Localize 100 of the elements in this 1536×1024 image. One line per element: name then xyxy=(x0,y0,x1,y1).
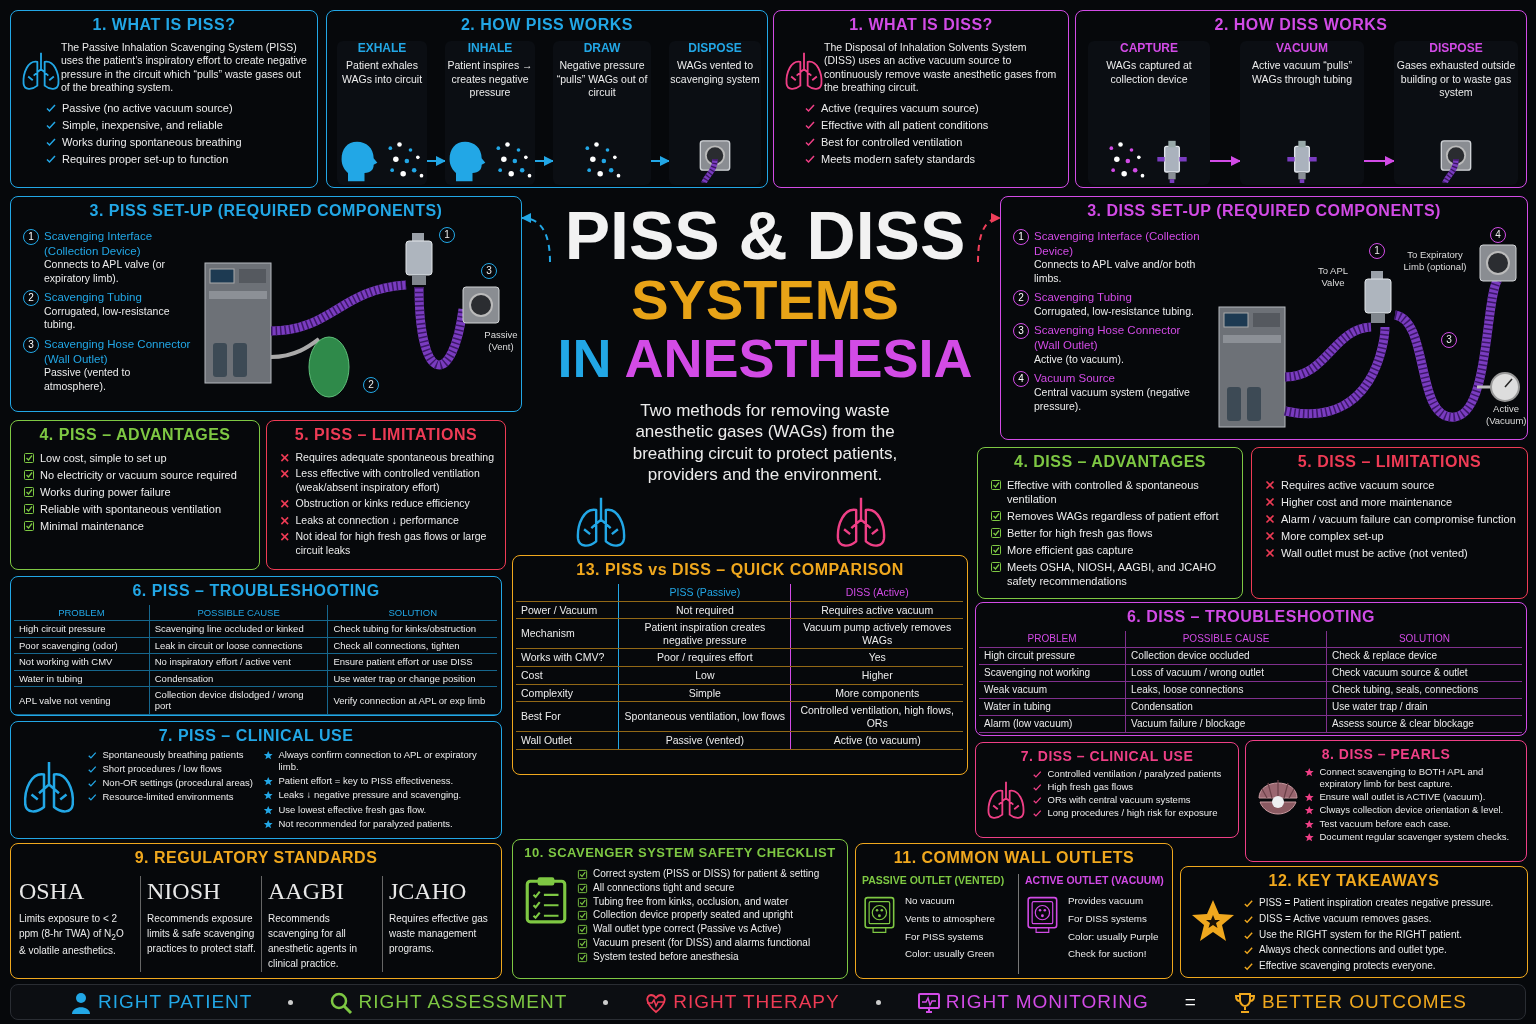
panel-heading: 10. SCAVENGER SYSTEM SAFETY CHECKLIST xyxy=(523,845,837,860)
table-cell: Ensure patient effort or use DISS xyxy=(327,653,497,671)
panel xyxy=(266,420,506,570)
step-text: Gases exhausted outside building or to waste gas system xyxy=(1395,59,1517,100)
panel-heading: 1. WHAT IS PISS? xyxy=(91,16,237,34)
table-cell: Simple xyxy=(618,684,791,702)
panel xyxy=(1180,866,1528,978)
step-text: Negative pressure “pulls” WAGs out of circuit xyxy=(555,59,649,100)
organization-name: AAGBI xyxy=(268,877,345,906)
table-cell: High circuit pressure xyxy=(14,620,150,638)
description: The Disposal of Inhalation Solvents System (DISS) uses an active vacuum source to continuously remove waste anesthetic gases from the breathing circuit. xyxy=(824,41,1058,95)
table-cell: Requires active vacuum xyxy=(790,601,963,619)
panel-heading: 13. PISS vs DISS – QUICK COMPARISON xyxy=(575,561,905,579)
list-item: Less effective with controlled ventilation (weak/absent inspiratory effort) xyxy=(295,467,481,495)
outlet-detail: Check for suction! xyxy=(1068,947,1148,962)
panel-heading: 3. DISS SET-UP (REQUIRED COMPONENTS) xyxy=(1086,202,1442,220)
list-item: Leaks ↓ negative pressure and scavenging. xyxy=(278,789,462,802)
list-item: Use the RIGHT system for the RIGHT patient. xyxy=(1259,928,1463,942)
list-item: More complex set-up xyxy=(1281,529,1384,544)
arrow xyxy=(977,213,1001,263)
panel-heading: 4. DISS – ADVANTAGES xyxy=(1013,453,1207,471)
table-cell: No inspiratory effort / active vent xyxy=(149,653,328,671)
list-item: Non-OR settings (procedural areas) xyxy=(102,777,253,790)
table-cell: Alarm (low vacuum) xyxy=(979,715,1126,733)
list-item: Not ideal for high fresh gas flows or large circuit leaks xyxy=(295,530,488,558)
slogan-text: RIGHT PATIENT xyxy=(98,989,253,1014)
table-cell: Condensation xyxy=(1125,698,1327,716)
step-label: EXHALE xyxy=(356,41,408,57)
column-header: POSSIBLE CAUSE xyxy=(1125,631,1327,648)
list-item: Obstruction or kinks reduce efficiency xyxy=(295,497,470,511)
table-cell: Not required xyxy=(618,601,791,619)
outlet-detail: Color: usually Green xyxy=(905,947,995,962)
outlet-detail: Vents to atmosphere xyxy=(905,912,995,927)
panel xyxy=(1000,196,1528,440)
component-name: Scavenging Hose Connector (Wall Outlet) xyxy=(1034,323,1182,353)
outlet-detail: For DISS systems xyxy=(1068,912,1148,927)
component-description: Central vacuum system (negative pressure). xyxy=(1034,386,1191,413)
panel xyxy=(10,721,502,839)
row-header: Cost xyxy=(516,666,619,685)
panel xyxy=(977,447,1243,599)
table-cell: Water in tubing xyxy=(14,670,150,687)
table-cell: Scavenging line occluded or kinked xyxy=(149,620,328,638)
list-item: Simple, inexpensive, and reliable xyxy=(62,117,223,132)
outlet-detail: Provides vacuum xyxy=(1068,894,1145,909)
table-cell: Vacuum pump actively removes WAGs xyxy=(790,618,963,649)
column-header: SOLUTION xyxy=(327,605,497,621)
panel xyxy=(326,10,768,188)
table-cell: Check & replace device xyxy=(1326,647,1522,665)
callout-label: Active (Vacuum) xyxy=(1486,403,1526,428)
table-cell: Water in tubing xyxy=(979,698,1126,716)
step-label: CAPTURE xyxy=(1119,41,1179,57)
outlet-detail: No vacuum xyxy=(905,894,956,909)
list-item: Effective scavenging protects everyone. xyxy=(1259,960,1436,973)
panel xyxy=(10,420,260,570)
list-item: More efficient gas capture xyxy=(1007,543,1134,558)
arrow xyxy=(1363,156,1395,166)
description: The Passive Inhalation Scavenging System (PISS) uses the patient’s inspiratory effort to create negative pressure in the circuit which “pulls” waste gases out of the breathing system. xyxy=(61,41,308,95)
panel-heading: 11. COMMON WALL OUTLETS xyxy=(892,849,1136,867)
list-item: Minimal maintenance xyxy=(40,519,144,534)
subtitle: Two methods for removing waste anesthetic gases (WAGs) from the breathing circuit to protect patients, providers and the environment. xyxy=(631,400,899,485)
list-item: Requires adequate spontaneous breathing xyxy=(295,451,494,465)
list-item: Low cost, simple to set up xyxy=(40,451,167,466)
table-cell: Use water trap or change position xyxy=(327,670,497,687)
callout-label: To APL Valve xyxy=(1316,265,1350,290)
panel-heading: 7. PISS – CLINICAL USE xyxy=(157,727,355,745)
list-item: Collection device properly seated and upright xyxy=(593,909,794,923)
panel xyxy=(10,196,522,412)
list-item: Controlled ventilation / paralyzed patients xyxy=(1047,768,1222,781)
list-item: Removes WAGs regardless of patient effort xyxy=(1007,509,1219,524)
table-cell: Weak vacuum xyxy=(979,681,1126,699)
table-cell: More components xyxy=(790,684,963,702)
list-item: Correct system (PISS or DISS) for patient & setting xyxy=(593,868,820,881)
panel xyxy=(773,10,1069,188)
list-item: Tubing free from kinks, occlusion, and water xyxy=(593,895,789,909)
list-item: Ensure wall outlet is ACTIVE (vacuum). xyxy=(1319,791,1486,804)
table-cell: Check vacuum source & outlet xyxy=(1326,664,1522,682)
row-header: Mechanism xyxy=(516,618,619,649)
panel xyxy=(10,576,502,716)
table-cell: Vacuum failure / blockage xyxy=(1125,715,1327,733)
component-name: Scavenging Interface (Collection Device) xyxy=(44,229,154,259)
panel xyxy=(975,602,1527,736)
row-header: Works with CMV? xyxy=(516,648,619,667)
list-item: Meets OSHA, NIOSH, AAGBI, and JCAHO safety recommendations xyxy=(1007,560,1218,589)
component-description: Connects to APL valve (or expiratory limb). xyxy=(44,258,166,286)
panel xyxy=(10,10,318,188)
step-label: INHALE xyxy=(466,41,514,57)
table-cell: Yes xyxy=(790,648,963,667)
list-item: No electricity or vacuum source required xyxy=(40,468,237,483)
component-description: Connects to APL valve and/or both limbs. xyxy=(1034,258,1197,286)
list-item: Use lowest effective fresh gas flow. xyxy=(278,803,427,816)
organization-name: OSHA xyxy=(19,877,86,906)
list-item: Resource-limited environments xyxy=(102,791,234,804)
row-header: Complexity xyxy=(516,684,619,702)
component-name: Vacuum Source xyxy=(1034,371,1116,387)
component-name: Scavenging Interface (Collection Device) xyxy=(1034,229,1201,259)
component-description: Corrugated, low-resistance tubing. xyxy=(1034,305,1194,319)
list-item: Short procedures / low flows xyxy=(102,763,222,776)
panel-heading: 3. PISS SET-UP (REQUIRED COMPONENTS) xyxy=(88,202,444,220)
column-header: SOLUTION xyxy=(1326,631,1522,648)
table-cell: High circuit pressure xyxy=(979,647,1126,665)
